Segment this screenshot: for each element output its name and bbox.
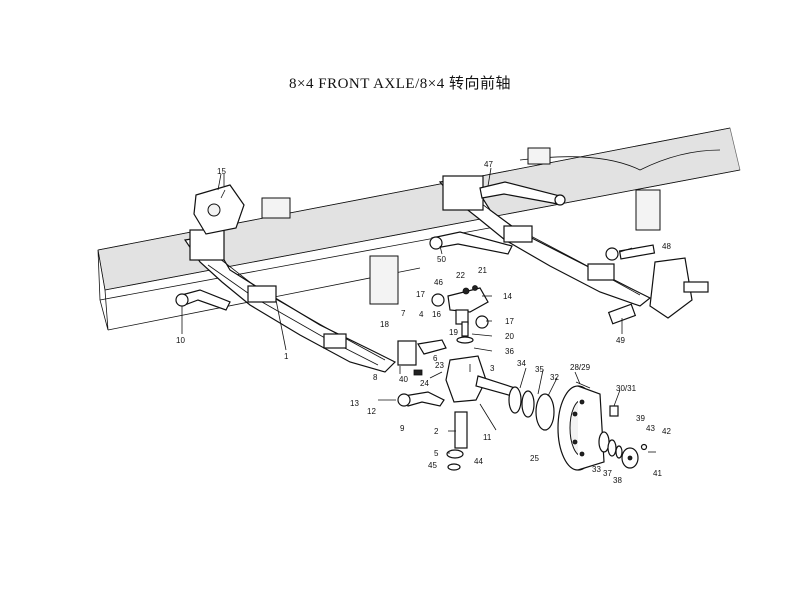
part-label-3: 3 <box>490 364 495 373</box>
part-label-22: 22 <box>456 271 465 280</box>
part-label-49: 49 <box>616 336 625 345</box>
part-label-42: 42 <box>662 427 671 436</box>
front-axle-beam-right <box>438 175 652 307</box>
part-label-36: 36 <box>505 347 514 356</box>
part-label-5: 5 <box>434 449 439 458</box>
part-label-48: 48 <box>662 242 671 251</box>
part-label-47: 47 <box>484 160 493 169</box>
part-label-10: 10 <box>176 336 185 345</box>
part-label-12: 12 <box>367 407 376 416</box>
part-label-39: 39 <box>636 414 645 423</box>
part-label-18: 18 <box>380 320 389 329</box>
front-axle-beam-left <box>183 229 397 373</box>
part-label-14: 14 <box>503 292 512 301</box>
part-label-1: 1 <box>284 352 289 361</box>
part-label-19: 19 <box>449 328 458 337</box>
part-label-44: 44 <box>474 457 483 466</box>
hub-assembly <box>508 381 656 471</box>
part-label-43: 43 <box>646 424 655 433</box>
leader-lines <box>181 167 633 454</box>
part-label-20: 20 <box>505 332 514 341</box>
drag-link <box>479 181 566 206</box>
part-label-8: 8 <box>373 373 378 382</box>
part-label-2: 2 <box>434 427 439 436</box>
part-label-50: 50 <box>437 255 446 264</box>
part-label-9: 9 <box>400 424 405 433</box>
part-label-34: 34 <box>517 359 526 368</box>
page-title: 8×4 FRONT AXLE/8×4 转向前轴 <box>289 76 511 92</box>
part-label-28-29: 28/29 <box>570 363 591 372</box>
part-label-32: 32 <box>550 373 559 382</box>
part-label-38: 38 <box>613 476 622 485</box>
part-label-37: 37 <box>603 469 612 478</box>
tie-rod-arm <box>429 231 513 255</box>
part-label-15: 15 <box>217 167 226 176</box>
part-label-13: 13 <box>350 399 359 408</box>
kingpin-assembly <box>378 285 516 471</box>
part-label-21: 21 <box>478 266 487 275</box>
part-label-17b: 17 <box>505 317 514 326</box>
part-label-17a: 17 <box>416 290 425 299</box>
spring-bracket <box>193 184 245 235</box>
part-label-23: 23 <box>435 361 444 370</box>
part-label-30-31: 30/31 <box>616 384 637 393</box>
part-label-16: 16 <box>432 310 441 319</box>
part-label-25: 25 <box>530 454 539 463</box>
part-label-6: 6 <box>433 354 438 363</box>
part-label-41: 41 <box>653 469 662 478</box>
part-label-46: 46 <box>434 278 443 287</box>
tie-rod-end-right <box>607 303 637 325</box>
part-label-40: 40 <box>399 375 408 384</box>
part-number-labels: 15 47 48 50 10 49 1 21 22 46 17 14 17 20… <box>176 160 671 485</box>
part-label-35: 35 <box>535 365 544 374</box>
chassis-frame <box>97 127 741 331</box>
part-label-4: 4 <box>419 310 424 319</box>
steering-lever-left <box>175 289 231 311</box>
part-label-24: 24 <box>420 379 429 388</box>
right-knuckle <box>605 244 709 319</box>
part-label-11: 11 <box>483 433 492 442</box>
part-label-7: 7 <box>401 309 406 318</box>
part-label-33: 33 <box>592 465 601 474</box>
part-label-45: 45 <box>428 461 437 470</box>
